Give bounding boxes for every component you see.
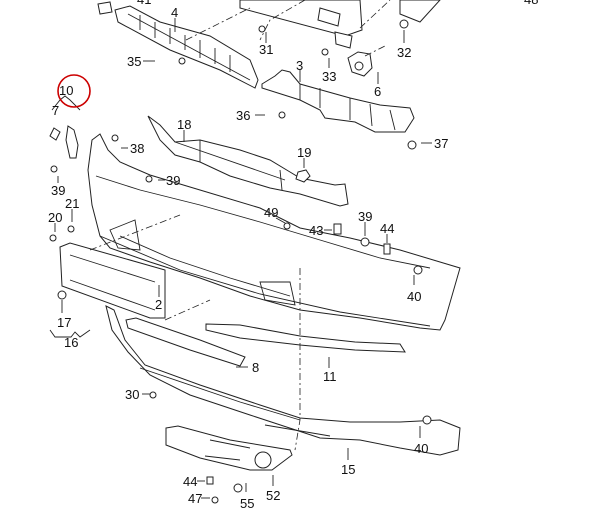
label-55: 55	[240, 496, 254, 511]
label-6: 6	[374, 84, 381, 99]
label-20: 20	[48, 210, 62, 225]
part-16-license-plate-holder	[59, 242, 166, 319]
label-43: 43	[309, 223, 323, 238]
label-4: 4	[171, 5, 178, 20]
assembly-line	[89, 214, 181, 251]
label-44-upper: 44	[380, 221, 394, 236]
part-4-bracket-strip	[97, 1, 259, 89]
label-36: 36	[236, 108, 250, 123]
label-17: 17	[57, 315, 71, 330]
label-32: 32	[397, 45, 411, 60]
label-18: 18	[177, 117, 191, 132]
label-40-upper: 40	[407, 289, 421, 304]
upper-carrier	[239, 0, 441, 49]
label-39-right: 39	[358, 209, 372, 224]
part-3-bracket	[261, 69, 415, 133]
label-30: 30	[125, 387, 139, 402]
label-41: 41	[137, 0, 151, 7]
label-11: 11	[323, 369, 337, 384]
leader-lines	[49, 18, 432, 499]
label-2: 2	[155, 297, 162, 312]
label-48: 48	[524, 0, 538, 7]
label-52: 52	[266, 488, 280, 503]
part-52-fog-grille	[165, 425, 293, 471]
label-16: 16	[64, 335, 78, 350]
label-3: 3	[296, 58, 303, 73]
label-39-left: 39	[51, 183, 65, 198]
part-18-absorber	[147, 115, 349, 207]
part-8-trim	[125, 317, 246, 367]
label-35: 35	[127, 54, 141, 69]
label-31: 31	[259, 42, 273, 57]
label-33: 33	[322, 69, 336, 84]
label-8: 8	[252, 360, 259, 375]
label-40-lower: 40	[414, 441, 428, 456]
label-19: 19	[297, 145, 311, 160]
part-6-bracket	[347, 45, 386, 77]
label-15: 15	[341, 462, 355, 477]
label-44-lower: 44	[183, 474, 197, 489]
label-10: 10	[59, 83, 73, 98]
part-2-bumper-cover	[87, 133, 461, 331]
assembly-line	[294, 268, 301, 451]
highlight-circle	[57, 74, 91, 108]
assembly-line	[164, 299, 211, 321]
part-19-cap	[295, 169, 311, 183]
part-10-bracket	[49, 125, 79, 159]
label-49: 49	[264, 205, 278, 220]
label-37: 37	[434, 136, 448, 151]
part-11-trim	[205, 323, 406, 353]
part-15-spoiler	[105, 305, 461, 456]
label-47: 47	[188, 491, 202, 506]
label-39-middle: 39	[166, 173, 180, 188]
fasteners	[49, 19, 432, 504]
label-38: 38	[130, 141, 144, 156]
label-7: 7	[52, 103, 59, 118]
part-labels: 41 48 4 31 32 35 33 3 6 10 7 36 37 18 38…	[48, 0, 538, 511]
label-21: 21	[65, 196, 79, 211]
assembly-line	[185, 7, 251, 41]
